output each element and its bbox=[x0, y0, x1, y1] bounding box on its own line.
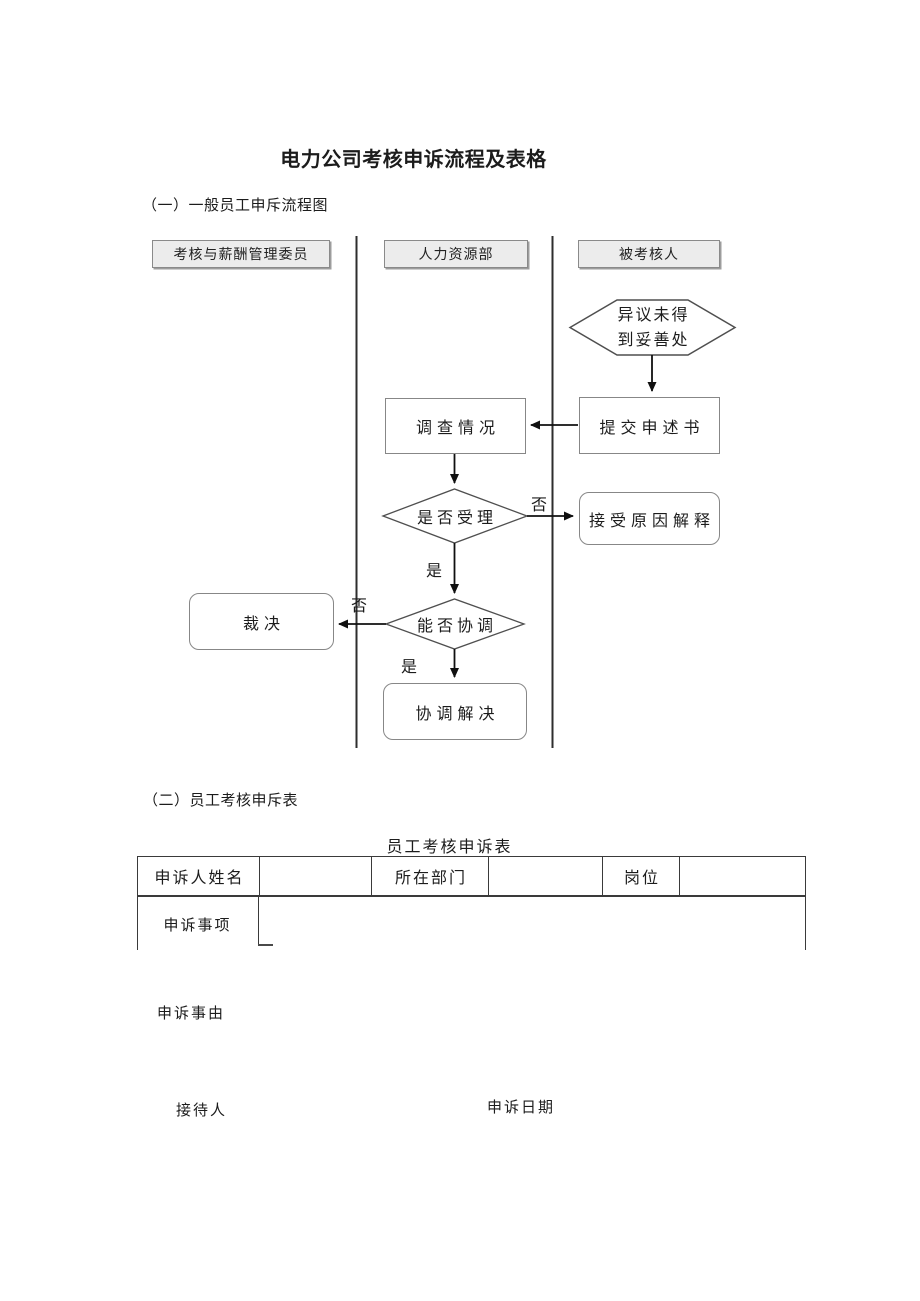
table-dash-mark bbox=[258, 944, 273, 946]
cell-appellant-name-value bbox=[259, 857, 371, 895]
edge-label-no-accept: 否 bbox=[531, 497, 548, 514]
node-ruling: 裁决 bbox=[189, 593, 334, 650]
appeal-table-title: 员工考核申诉表 bbox=[386, 839, 513, 856]
edge-label-no-coordinate: 否 bbox=[351, 598, 368, 615]
table-left-border-segment bbox=[137, 897, 138, 950]
node-accept-decision: 是否受理 bbox=[416, 510, 497, 527]
edge-label-yes-accept: 是 bbox=[426, 563, 443, 580]
appeal-reason-label: 申诉事由 bbox=[157, 1006, 226, 1022]
table-col1-border-segment bbox=[258, 897, 259, 945]
appeal-date-label: 申诉日期 bbox=[487, 1100, 556, 1116]
node-hexagon-start: 异议未得 到妥善处 bbox=[570, 301, 735, 355]
section2-heading: （二）员工考核申斥表 bbox=[143, 793, 299, 809]
cell-department-label: 所在部门 bbox=[371, 857, 488, 895]
cell-department-value bbox=[488, 857, 602, 895]
edge-label-yes-coordinate: 是 bbox=[401, 659, 418, 676]
section1-heading: （一）一般员工申斥流程图 bbox=[142, 198, 329, 214]
receiver-label: 接待人 bbox=[176, 1103, 228, 1119]
table-right-border-segment bbox=[805, 897, 806, 950]
cell-position-label: 岗位 bbox=[602, 857, 679, 895]
node-explain: 接受原因解释 bbox=[579, 492, 720, 545]
lane-header-hr: 人力资源部 bbox=[384, 240, 528, 268]
page-title: 电力公司考核申诉流程及表格 bbox=[280, 149, 547, 171]
hexagon-line1: 异议未得 bbox=[617, 307, 690, 324]
lane-header-assessee: 被考核人 bbox=[578, 240, 720, 268]
node-submit: 提交申述书 bbox=[579, 397, 720, 454]
cell-position-value bbox=[679, 857, 803, 895]
appeal-table-header-row: 申诉人姓名 所在部门 岗位 bbox=[137, 856, 806, 897]
node-coordinate-decision: 能否协调 bbox=[416, 618, 497, 635]
cell-appeal-item-label: 申诉事项 bbox=[163, 918, 232, 934]
hexagon-line2: 到妥善处 bbox=[617, 332, 690, 349]
node-investigate: 调查情况 bbox=[385, 398, 526, 454]
lane-header-committee: 考核与薪酬管理委员 bbox=[152, 240, 330, 268]
cell-appellant-name-label: 申诉人姓名 bbox=[154, 870, 245, 887]
node-resolve: 协调解决 bbox=[383, 683, 527, 740]
